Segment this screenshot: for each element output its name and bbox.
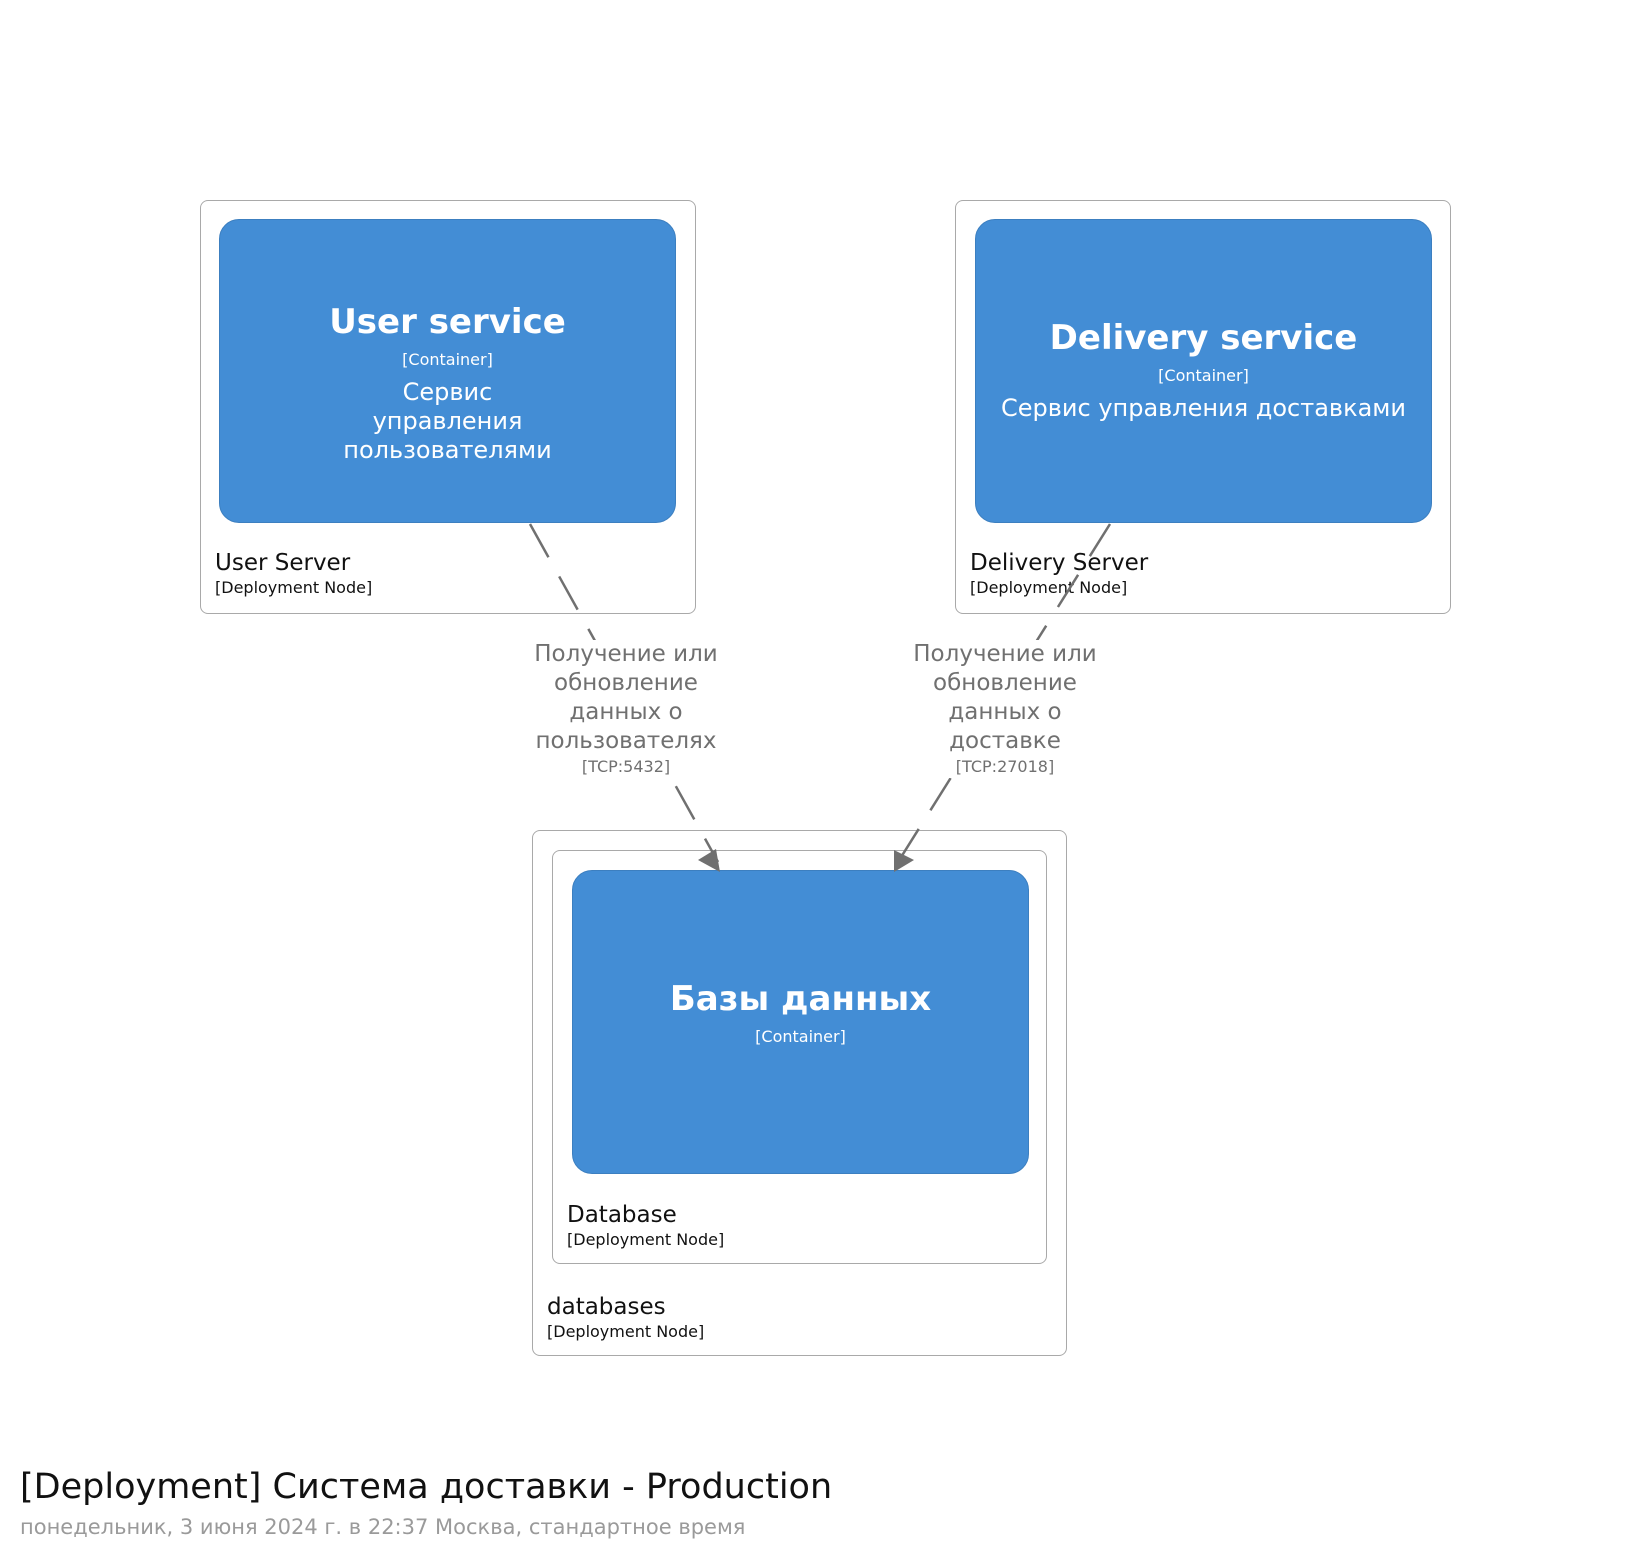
- user-server-name: User Server: [215, 550, 351, 576]
- delivery-service-description: Сервис управления доставками: [1001, 394, 1406, 422]
- user-to-db-technology: [TCP:5432]: [581, 757, 671, 776]
- delivery-service-type: [Container]: [1158, 366, 1249, 385]
- database-name: Database: [567, 1202, 677, 1228]
- delivery-server-name: Delivery Server: [970, 550, 1149, 576]
- databases-container-name: Базы данных: [669, 979, 932, 1019]
- user-server-type: [Deployment Node]: [215, 578, 373, 597]
- database-type: [Deployment Node]: [567, 1230, 725, 1249]
- user-to-db-label: Получение или обновление данных о пользо…: [521, 640, 731, 778]
- diagram-subtitle: понедельник, 3 июня 2024 г. в 22:37 Моск…: [20, 1515, 746, 1539]
- user-service-container[interactable]: User service [Container] Сервис управлен…: [219, 219, 676, 523]
- user-to-db-arrowhead: [698, 849, 720, 872]
- user-service-description: Сервис управления пользователями: [343, 378, 552, 464]
- delivery-server-label: Delivery Server [Deployment Node]: [970, 549, 1148, 599]
- delivery-server-type: [Deployment Node]: [970, 578, 1128, 597]
- user-service-name: User service: [329, 302, 566, 342]
- databases-type: [Deployment Node]: [547, 1322, 705, 1341]
- delivery-service-name: Delivery service: [1049, 318, 1358, 358]
- delivery-to-db-technology: [TCP:27018]: [955, 757, 1055, 776]
- databases-label: databases [Deployment Node]: [547, 1293, 704, 1343]
- databases-container[interactable]: Базы данных [Container]: [572, 870, 1029, 1174]
- user-service-type: [Container]: [402, 350, 493, 369]
- delivery-to-db-label: Получение или обновление данных о достав…: [900, 640, 1110, 778]
- databases-container-type: [Container]: [755, 1027, 846, 1046]
- databases-name: databases: [547, 1294, 666, 1320]
- database-label: Database [Deployment Node]: [567, 1201, 724, 1251]
- delivery-to-db-arrowhead: [894, 850, 914, 872]
- diagram-title: [Deployment] Система доставки - Producti…: [20, 1467, 833, 1507]
- delivery-service-container[interactable]: Delivery service [Container] Сервис упра…: [975, 219, 1432, 523]
- delivery-to-db-description: Получение или обновление данных о достав…: [913, 641, 1097, 754]
- user-server-label: User Server [Deployment Node]: [215, 549, 372, 599]
- user-to-db-description: Получение или обновление данных о пользо…: [534, 641, 718, 754]
